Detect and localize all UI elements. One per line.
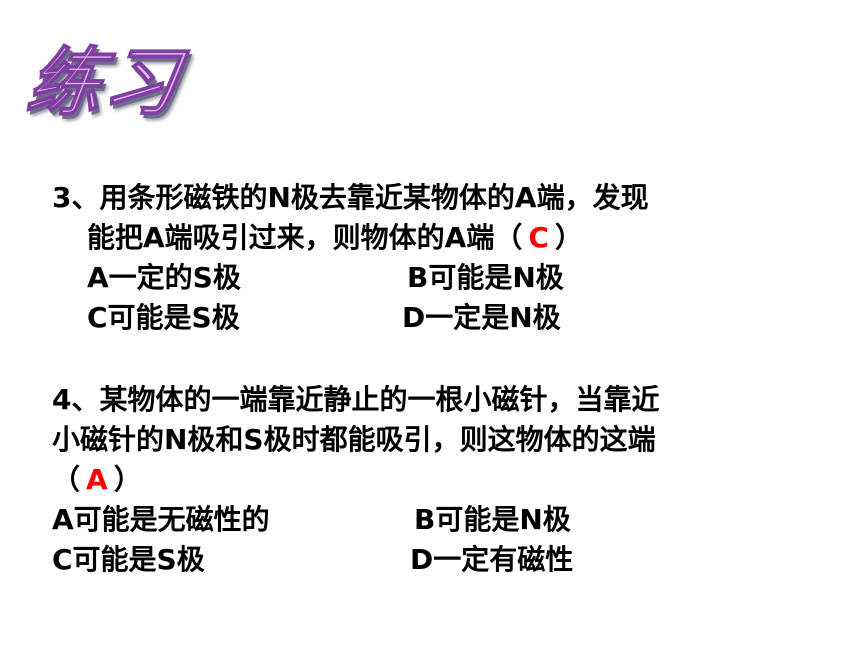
q3-line-2: 能把A端吸引过来，则物体的A端（C） <box>87 220 583 256</box>
q4-line-3: （A） <box>52 462 142 498</box>
q3-option-c: C可能是S极 <box>87 301 240 334</box>
q3-option-a: A一定的S极 <box>87 261 241 294</box>
q4-line-3-open: （ <box>52 463 81 496</box>
q3-line-2-text: 能把A端吸引过来，则物体的A端（ <box>87 221 523 254</box>
q3-line-1: 3、用条形磁铁的N极去靠近某物体的A端，发现 <box>52 181 649 214</box>
q4-option-d: D一定有磁性 <box>410 543 574 576</box>
q4-line-3-close: ） <box>113 463 142 496</box>
q4-option-c: C可能是S极 <box>52 543 205 576</box>
q4-line-1: 4、某物体的一端靠近静止的一根小磁针，当靠近 <box>52 383 660 416</box>
q3-option-b: B可能是N极 <box>407 261 564 294</box>
q3-line-2-close: ） <box>554 221 583 254</box>
q4-answer: A <box>86 463 108 496</box>
q4-option-b: B可能是N极 <box>414 503 571 536</box>
q4-option-a: A可能是无磁性的 <box>52 503 270 536</box>
q3-option-d: D一定是N极 <box>402 301 561 334</box>
slide-title: 练习 <box>21 39 187 127</box>
q4-line-2: 小磁针的N极和S极时都能吸引，则这物体的这端 <box>52 423 656 456</box>
q3-answer: C <box>528 221 549 254</box>
